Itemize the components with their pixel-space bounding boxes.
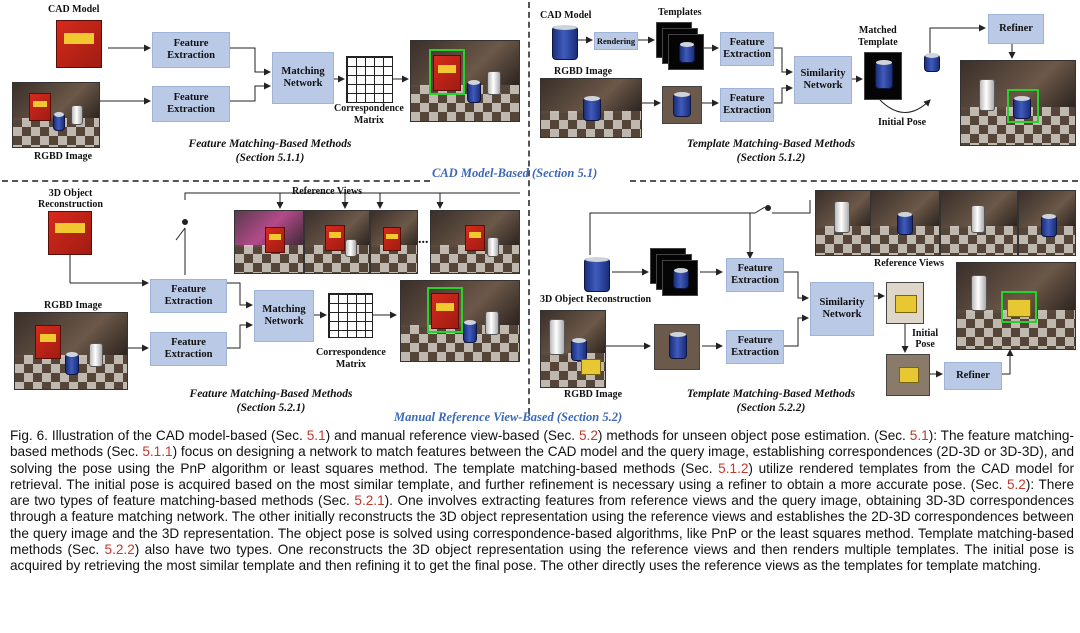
- rgbd-image-label: RGBD Image: [34, 151, 92, 162]
- reference-view-image: [940, 190, 1018, 256]
- ellipsis-label: ...: [418, 232, 429, 248]
- template-image: [662, 260, 698, 296]
- reference-view-image: [370, 210, 418, 274]
- rgbd-image-label: RGBD Image: [564, 389, 622, 400]
- correspondence-matrix: [328, 293, 373, 338]
- reference-view-image: [304, 210, 370, 274]
- reference-view-image: [815, 190, 871, 256]
- object-reconstruction-label: 3D Object Reconstruction: [38, 188, 103, 210]
- caption-text: ) and manual reference view-based (Sec.: [326, 428, 579, 443]
- cad-model-label: CAD Model: [48, 4, 99, 15]
- pose-result-image: [956, 262, 1076, 350]
- rendering-box: Rendering: [594, 32, 638, 50]
- reference-view-image: [870, 190, 940, 256]
- section-reference-link[interactable]: 5.2: [579, 428, 598, 443]
- feature-extraction-box: Feature Extraction: [150, 279, 227, 313]
- caption-q3: Feature Matching-Based Methods(Section 5…: [156, 387, 386, 415]
- correspondence-matrix-label: Correspondence Matrix: [316, 347, 386, 371]
- refiner-box: Refiner: [944, 362, 1002, 390]
- horizontal-divider-right: [630, 180, 1078, 182]
- similarity-network-box: Similarity Network: [810, 282, 874, 336]
- initial-pose-image: [886, 354, 930, 396]
- rgbd-image: [12, 82, 100, 148]
- similarity-network-box: Similarity Network: [794, 56, 852, 104]
- feature-extraction-box: Feature Extraction: [152, 86, 230, 122]
- section-reference-link[interactable]: 5.2.1: [354, 493, 384, 508]
- cad-model-image: [56, 20, 102, 68]
- cad-model-label: CAD Model: [540, 10, 591, 21]
- feature-extraction-box: Feature Extraction: [150, 332, 227, 366]
- pose-result-image: [410, 40, 520, 122]
- caption-text: Fig. 6. Illustration of the CAD model-ba…: [10, 428, 307, 443]
- section-reference-link[interactable]: 5.1: [307, 428, 326, 443]
- reference-view-image: [1018, 190, 1076, 256]
- query-crop: [662, 86, 702, 124]
- refiner-box: Refiner: [988, 14, 1044, 44]
- section-label-cad: CAD Model-Based (Section 5.1): [432, 166, 597, 181]
- feature-extraction-box: Feature Extraction: [726, 258, 784, 292]
- pose-result-image: [400, 280, 520, 362]
- caption-text: ) methods for unseen object pose estimat…: [598, 428, 910, 443]
- initial-pose-object: [924, 54, 940, 72]
- feature-extraction-box: Feature Extraction: [720, 88, 774, 122]
- cad-model-image: [552, 26, 578, 60]
- matched-template-image: [864, 52, 902, 100]
- reconstruction-image: [584, 258, 610, 292]
- initial-pose-label: Initial Pose: [912, 328, 938, 350]
- rgbd-image-label: RGBD Image: [554, 66, 612, 77]
- pose-result-image: [960, 60, 1076, 146]
- initial-pose-label: Initial Pose: [878, 117, 926, 128]
- rgbd-image: [540, 310, 606, 388]
- templates-label: Templates: [658, 7, 702, 18]
- feature-extraction-box: Feature Extraction: [726, 330, 784, 364]
- caption-text: ) also have two types. One reconstructs …: [10, 542, 1074, 573]
- rgbd-image: [14, 312, 128, 390]
- section-reference-link[interactable]: 5.1.1: [142, 444, 172, 459]
- section-reference-link[interactable]: 5.2: [1007, 477, 1026, 492]
- feature-extraction-box: Feature Extraction: [152, 32, 230, 68]
- matching-network-box: Matching Network: [254, 290, 314, 342]
- matched-template-label: Matched Template: [858, 25, 898, 49]
- reconstruction-image: [48, 211, 92, 255]
- section-reference-link[interactable]: 5.2.2: [105, 542, 135, 557]
- section-reference-link[interactable]: 5.1: [910, 428, 929, 443]
- reference-view-image: [430, 210, 520, 274]
- correspondence-matrix: [346, 56, 393, 103]
- section-label-manual: Manual Reference View-Based (Section 5.2…: [394, 410, 622, 425]
- rgbd-image-label: RGBD Image: [44, 300, 102, 311]
- correspondence-matrix-label: Correspondence Matrix: [334, 103, 404, 127]
- feature-extraction-box: Feature Extraction: [720, 32, 774, 66]
- horizontal-divider-left: [2, 180, 430, 182]
- section-reference-link[interactable]: 5.1.2: [718, 461, 748, 476]
- reference-view-image: [234, 210, 304, 274]
- vertical-divider: [528, 2, 530, 414]
- caption-q4: Template Matching-Based Methods(Section …: [656, 387, 886, 415]
- caption-q1: Feature Matching-Based Methods(Section 5…: [160, 137, 380, 165]
- matched-template-image: [886, 282, 924, 324]
- figure-caption: Fig. 6. Illustration of the CAD model-ba…: [10, 428, 1074, 575]
- query-crop: [654, 324, 700, 370]
- caption-q2: Template Matching-Based Methods(Section …: [656, 137, 886, 165]
- object-reconstruction-label: 3D Object Reconstruction: [540, 294, 651, 305]
- reference-views-label: Reference Views: [874, 258, 944, 269]
- template-image: [668, 34, 704, 70]
- rgbd-image: [540, 78, 642, 138]
- matching-network-box: Matching Network: [272, 52, 334, 104]
- reference-views-label: Reference Views: [292, 186, 362, 197]
